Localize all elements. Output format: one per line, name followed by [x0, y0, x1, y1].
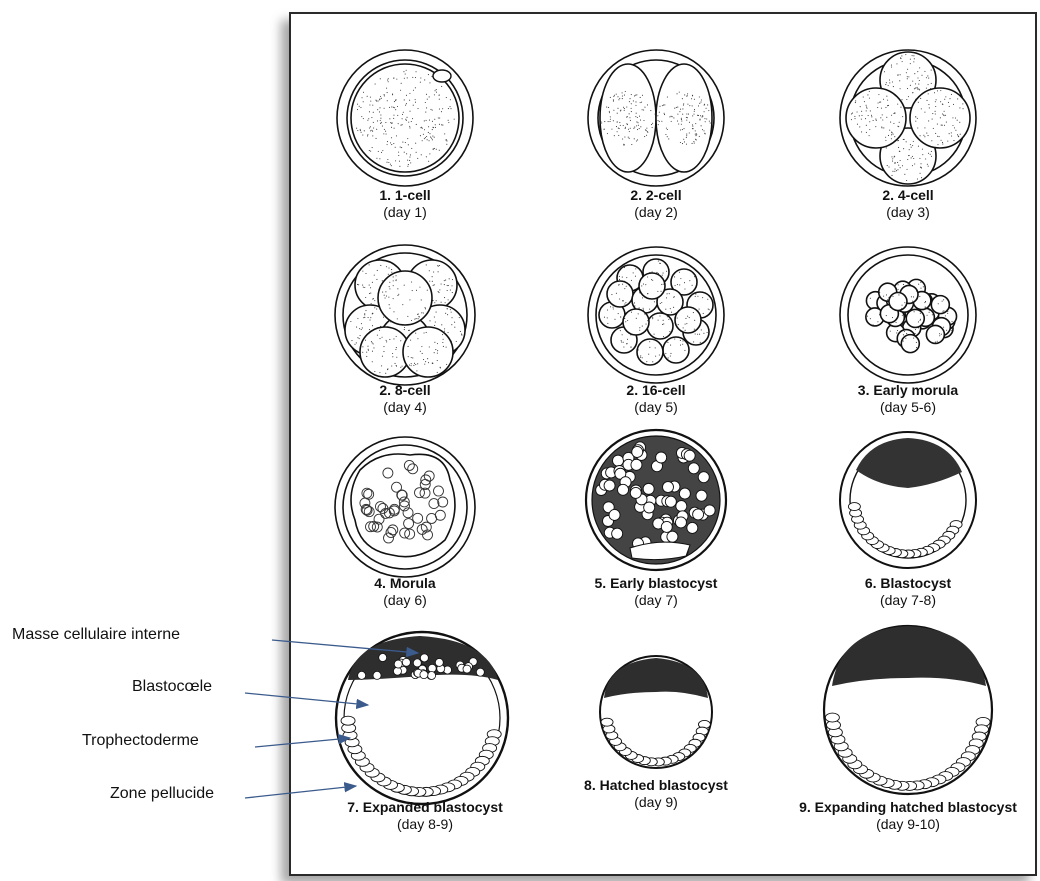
stage-morula	[335, 437, 475, 577]
stage-title: 9. Expanding hatched blastocyst	[799, 799, 1017, 815]
blastomere	[378, 271, 432, 325]
stage-title: 3. Early morula	[858, 382, 959, 398]
stage-day: (day 2)	[634, 204, 678, 220]
blastomere	[901, 335, 919, 353]
blastomere	[675, 307, 701, 333]
stage-16-cell	[588, 247, 724, 383]
blastomere	[846, 88, 906, 148]
stage-title: 2. 2-cell	[630, 187, 681, 203]
blastomere	[889, 292, 907, 310]
annotation-blastocoel: Blastocœle	[132, 678, 212, 696]
annotation-arrow	[255, 738, 350, 747]
annotation-trophectoderm: Trophectoderme	[82, 732, 199, 750]
polar-body	[433, 70, 451, 82]
blastomere	[931, 296, 949, 314]
stage-day: (day 5)	[634, 399, 678, 415]
stage-title: 1. 1-cell	[379, 187, 430, 203]
stage-day: (day 9)	[634, 794, 678, 810]
blastomere	[647, 313, 673, 339]
stage-early-morula	[840, 247, 976, 383]
stage-2-cell	[588, 50, 724, 186]
stage-day: (day 1)	[383, 204, 427, 220]
blastomere	[600, 64, 656, 172]
stage-day: (day 5-6)	[880, 399, 936, 415]
stage-1-cell	[337, 50, 473, 186]
inner-cell-mass	[604, 658, 708, 698]
stage-day: (day 3)	[886, 204, 930, 220]
stage-hatched-blastocyst	[600, 656, 712, 768]
stage-8-cell	[335, 245, 475, 385]
stage-day: (day 8-9)	[397, 816, 453, 832]
annotation-zona-pellucida: Zone pellucide	[110, 785, 214, 803]
stage-expanded-blastocyst	[336, 632, 508, 804]
stage-day: (day 7-8)	[880, 592, 936, 608]
stage-title: 4. Morula	[374, 575, 436, 591]
blastomere	[607, 281, 633, 307]
stage-title: 7. Expanded blastocyst	[347, 799, 503, 815]
stage-day: (day 9-10)	[876, 816, 940, 832]
stage-title: 2. 4-cell	[882, 187, 933, 203]
stage-title: 6. Blastocyst	[865, 575, 952, 591]
stage-day: (day 6)	[383, 592, 427, 608]
stage-early-blastocyst	[586, 430, 726, 570]
blastomere	[403, 327, 453, 377]
annotation-arrow	[245, 786, 356, 798]
stage-expanding-hatched-blastocyst	[824, 626, 992, 794]
blastomere	[637, 339, 663, 365]
stage-4-cell	[840, 50, 976, 186]
stage-title: 2. 16-cell	[626, 382, 685, 398]
stage-title: 5. Early blastocyst	[595, 575, 718, 591]
blastomere	[639, 273, 665, 299]
blastomere	[623, 309, 649, 335]
stage-title: 2. 8-cell	[379, 382, 430, 398]
inner-cell-mass	[832, 626, 986, 686]
annotation-inner-cell-mass: Masse cellulaire interne	[12, 626, 180, 644]
stage-title: 8. Hatched blastocyst	[584, 777, 728, 793]
stage-blastocyst	[840, 432, 976, 568]
stage-day: (day 4)	[383, 399, 427, 415]
blastomere	[906, 309, 924, 327]
stage-day: (day 7)	[634, 592, 678, 608]
blastomere	[656, 64, 712, 172]
